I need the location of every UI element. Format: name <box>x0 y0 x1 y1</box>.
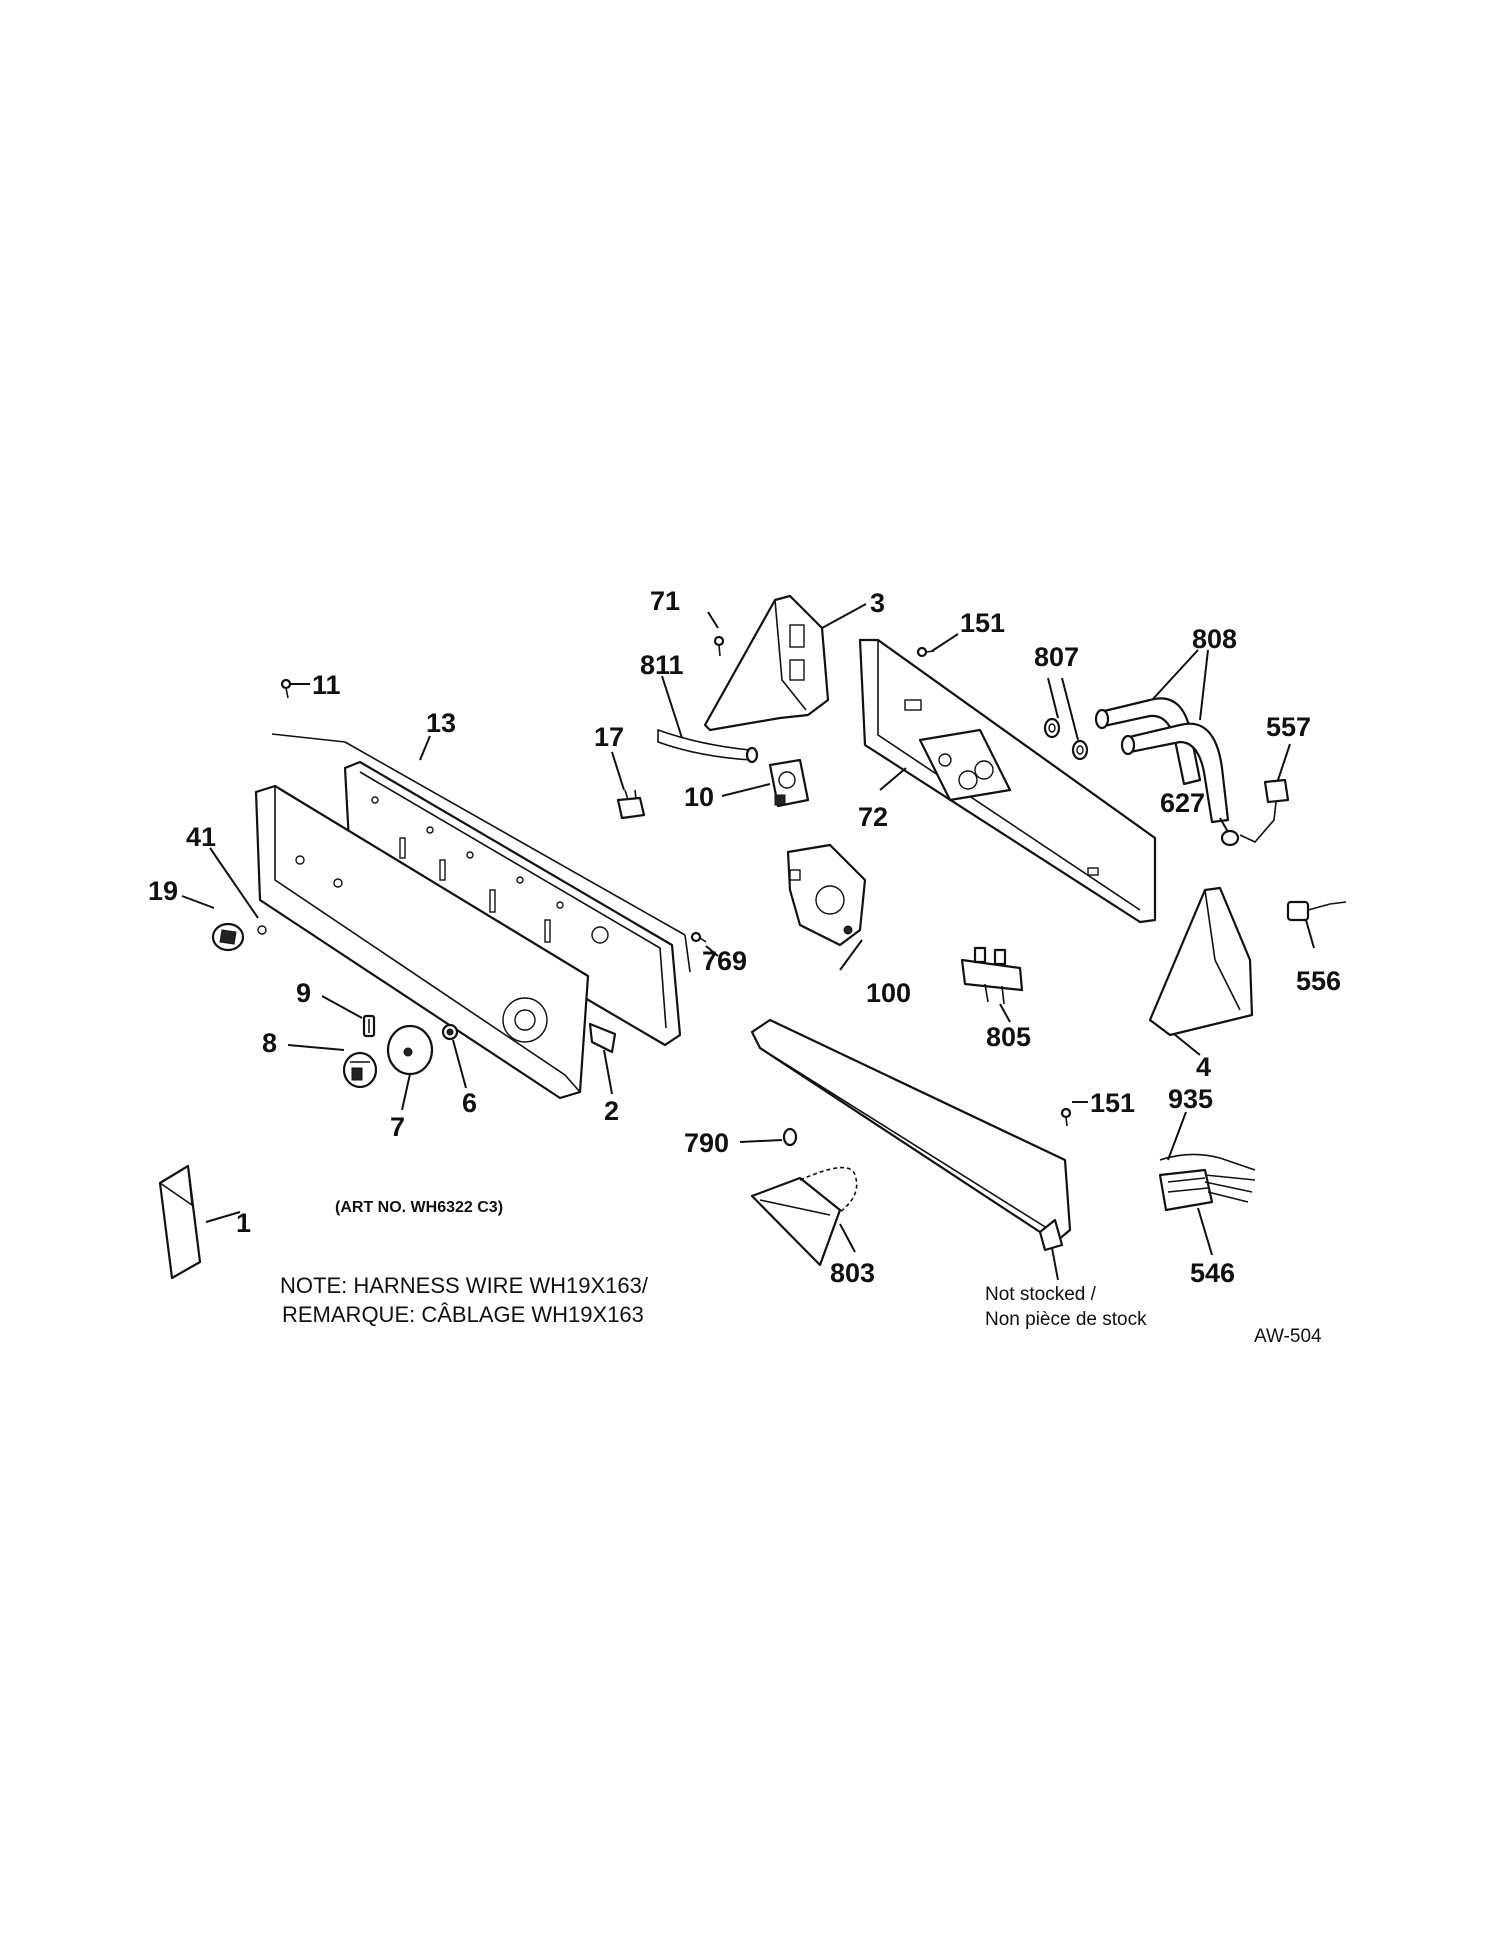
part-3-end-cap-left <box>703 594 830 732</box>
callout-557: 557 <box>1266 712 1311 742</box>
part-6-nut <box>441 1023 459 1041</box>
part-19-knob <box>211 922 245 952</box>
bottom-tray-not-stocked <box>750 1018 1072 1252</box>
part-17-switch <box>616 789 646 820</box>
leader-lines <box>181 603 1315 1281</box>
part-808-inlet-hoses <box>1094 697 1230 824</box>
part-71-screw <box>713 635 725 657</box>
callout-803: 803 <box>830 1258 875 1288</box>
control-panel-front <box>254 784 590 1100</box>
callout-8: 8 <box>262 1028 277 1058</box>
part-803-pump <box>750 1166 858 1267</box>
callout-151-top: 151 <box>960 608 1005 638</box>
callout-numbers: 71 3 151 807 808 811 11 13 17 10 72 557 … <box>148 586 1341 1288</box>
not-stocked-note-fr: Non pièce de stock <box>985 1309 1147 1330</box>
callout-546: 546 <box>1190 1258 1235 1288</box>
part-2-bracket <box>588 1022 617 1054</box>
callout-808: 808 <box>1192 624 1237 654</box>
part-11-screw <box>280 678 292 699</box>
callout-556: 556 <box>1296 966 1341 996</box>
part-546-harness-connector <box>1158 1168 1214 1212</box>
harness-note-fr: REMARQUE: CÂBLAGE WH19X163 <box>282 1302 644 1327</box>
callout-807: 807 <box>1034 642 1079 672</box>
part-807-washers <box>1043 717 1089 761</box>
part-4-end-cap-right <box>1148 886 1254 1037</box>
part-10-pressure-switch <box>768 758 810 808</box>
part-100-timer <box>786 843 867 947</box>
callout-10: 10 <box>684 782 714 812</box>
callout-2: 2 <box>604 1096 619 1126</box>
part-811-hose <box>657 728 759 764</box>
part-41-spring <box>257 925 267 935</box>
callout-9: 9 <box>296 978 311 1008</box>
harness-note-en: NOTE: HARNESS WIRE WH19X163/ <box>280 1273 649 1298</box>
callout-19: 19 <box>148 876 178 906</box>
part-557-power-cord <box>1239 778 1290 843</box>
callout-1: 1 <box>236 1208 251 1238</box>
not-stocked-note-en: Not stocked / <box>985 1284 1097 1305</box>
part-556-connector <box>1286 900 1347 922</box>
part-935-wires <box>1159 1153 1256 1203</box>
part-151-screw-top <box>916 646 935 658</box>
part-151-screw-bottom <box>1060 1107 1072 1127</box>
part-8-knob <box>342 1051 378 1089</box>
part-1-literature-packet <box>158 1164 202 1280</box>
part-790-clip <box>782 1127 798 1147</box>
part-769-screw <box>690 931 707 943</box>
part-627-grommet <box>1220 829 1240 847</box>
callout-790: 790 <box>684 1128 729 1158</box>
callout-72: 72 <box>858 802 888 832</box>
art-number: (ART NO. WH6322 C3) <box>335 1199 503 1216</box>
callout-769: 769 <box>702 946 747 976</box>
callout-811: 811 <box>640 650 684 680</box>
part-7-dial <box>386 1024 434 1076</box>
part-9-clip <box>362 1014 376 1038</box>
part-805-water-valve <box>960 946 1024 1005</box>
callout-71: 71 <box>650 586 680 616</box>
callout-17: 17 <box>594 722 624 752</box>
part-72-backsplash <box>858 638 1157 924</box>
callout-3: 3 <box>870 588 885 618</box>
diagram-code: AW-504 <box>1254 1326 1322 1347</box>
callout-805: 805 <box>986 1022 1031 1052</box>
callout-935: 935 <box>1168 1084 1213 1114</box>
callout-13: 13 <box>426 708 456 738</box>
callout-151-bottom: 151 <box>1090 1088 1135 1118</box>
part-13-panel-frame <box>271 733 691 1047</box>
callout-4: 4 <box>1196 1052 1211 1082</box>
callout-627: 627 <box>1160 788 1205 818</box>
callout-11: 11 <box>312 670 341 700</box>
callout-100: 100 <box>866 978 911 1008</box>
callout-6: 6 <box>462 1088 477 1118</box>
callout-7: 7 <box>390 1112 405 1142</box>
callout-41: 41 <box>186 822 216 852</box>
